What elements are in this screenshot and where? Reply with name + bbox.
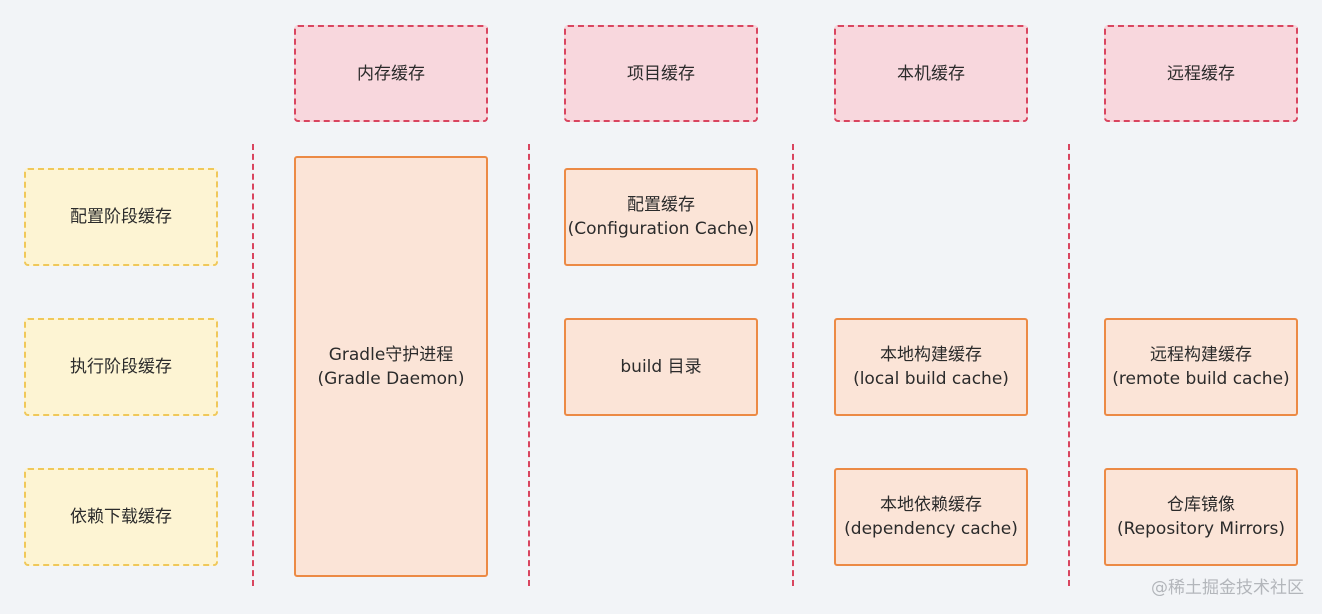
column-separator: [1068, 144, 1070, 586]
column-header-local-cache: 本机缓存: [834, 25, 1028, 122]
row-header-dependency-download: 依赖下载缓存: [24, 468, 218, 566]
cell-title: build 目录: [620, 357, 702, 377]
row-header-label: 执行阶段缓存: [70, 357, 172, 377]
column-header-label: 内存缓存: [357, 63, 425, 84]
column-separator: [528, 144, 530, 586]
column-header-memory-cache: 内存缓存: [294, 25, 488, 122]
cell-configuration-cache: 配置缓存 (Configuration Cache): [564, 168, 758, 266]
cell-subtitle: (local build cache): [853, 369, 1009, 389]
row-header-label: 配置阶段缓存: [70, 207, 172, 227]
cell-title: Gradle守护进程: [328, 344, 454, 365]
cell-subtitle: (Gradle Daemon): [317, 368, 465, 389]
cell-title: 远程构建缓存: [1150, 345, 1252, 365]
column-header-label: 远程缓存: [1167, 63, 1235, 84]
cell-build-directory: build 目录: [564, 318, 758, 416]
cell-title: 配置缓存: [627, 195, 695, 215]
cell-gradle-daemon: Gradle守护进程 (Gradle Daemon): [294, 156, 488, 577]
column-header-project-cache: 项目缓存: [564, 25, 758, 122]
cell-title: 本地依赖缓存: [880, 495, 982, 515]
cell-local-build-cache: 本地构建缓存 (local build cache): [834, 318, 1028, 416]
cell-subtitle: (Configuration Cache): [567, 219, 755, 239]
row-header-configuration-phase: 配置阶段缓存: [24, 168, 218, 266]
column-separator: [252, 144, 254, 586]
column-header-label: 项目缓存: [627, 63, 695, 84]
cell-subtitle: (remote build cache): [1112, 369, 1290, 389]
cell-subtitle: (Repository Mirrors): [1116, 519, 1285, 539]
cell-title: 本地构建缓存: [880, 345, 982, 365]
column-header-label: 本机缓存: [897, 63, 965, 84]
cell-repository-mirrors: 仓库镜像 (Repository Mirrors): [1104, 468, 1298, 566]
cell-remote-build-cache: 远程构建缓存 (remote build cache): [1104, 318, 1298, 416]
watermark: @稀土掘金技术社区: [1151, 578, 1304, 598]
cell-subtitle: (dependency cache): [844, 519, 1018, 539]
cell-title: 仓库镜像: [1167, 495, 1235, 515]
row-header-execution-phase: 执行阶段缓存: [24, 318, 218, 416]
column-header-remote-cache: 远程缓存: [1104, 25, 1298, 122]
column-separator: [792, 144, 794, 586]
row-header-label: 依赖下载缓存: [70, 507, 172, 527]
cell-dependency-cache: 本地依赖缓存 (dependency cache): [834, 468, 1028, 566]
